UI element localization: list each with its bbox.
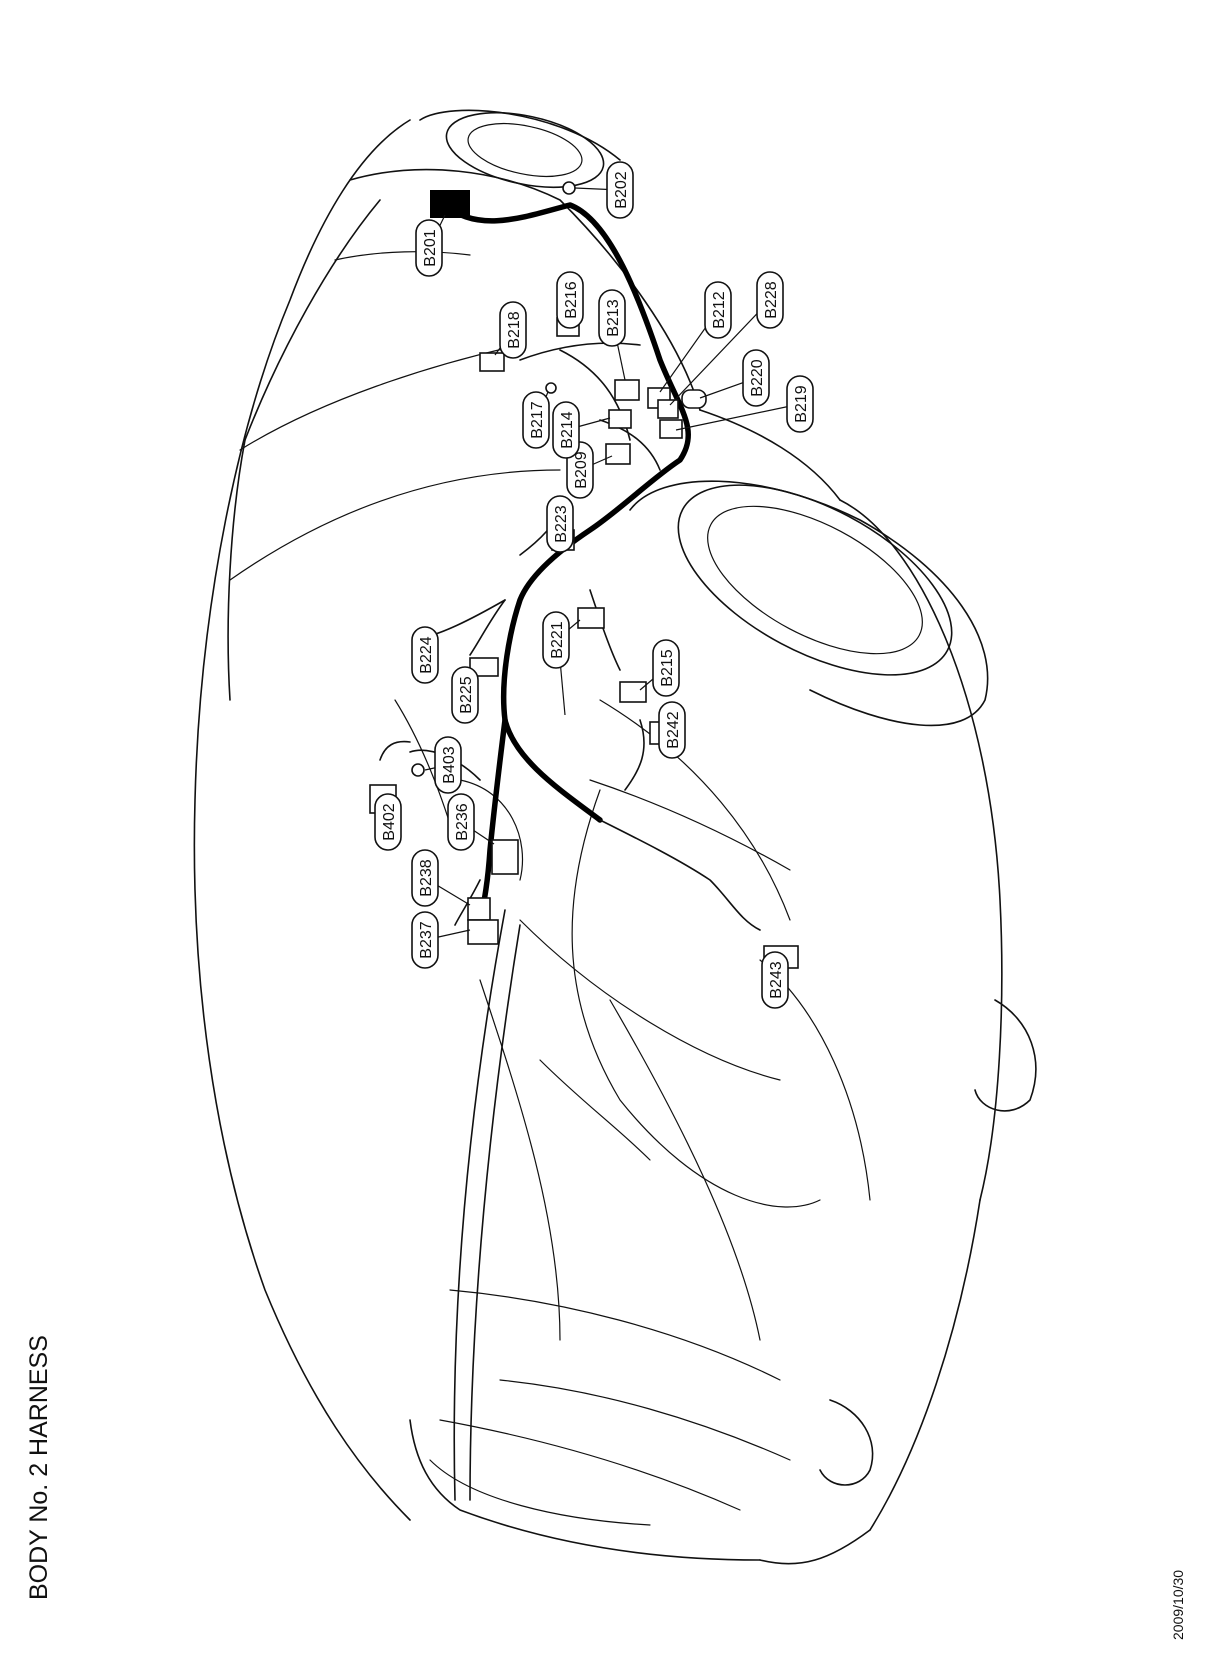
- connector-shape-b215: [619, 681, 647, 703]
- connector-label-b242: B242: [658, 701, 686, 759]
- connector-label-text: B213: [605, 299, 622, 336]
- connector-label-text: B212: [711, 291, 728, 328]
- connector-label-pill: [522, 391, 550, 449]
- connector-label-b225: B225: [451, 666, 479, 724]
- connector-label-text: B223: [553, 505, 570, 542]
- connector-label-pill: [652, 639, 680, 697]
- ground-point-b217: [545, 382, 557, 394]
- connector-label-pill: [704, 281, 732, 339]
- connector-label-text: B236: [454, 803, 471, 840]
- connector-label-b237: B237: [411, 911, 439, 969]
- connector-label-b219: B219: [786, 375, 814, 433]
- connector-label-text: B242: [665, 711, 682, 748]
- connector-label-pill: [411, 849, 439, 907]
- connector-label-pill: [542, 611, 570, 669]
- connector-label-text: B219: [793, 385, 810, 422]
- connector-label-pill: [546, 495, 574, 553]
- connector-label-pill: [761, 951, 789, 1009]
- ground-point-b403: [411, 763, 425, 777]
- connector-shape-b213: [614, 379, 640, 401]
- connector-shape-b221: [577, 607, 605, 629]
- connector-shape-b218: [479, 352, 505, 372]
- connector-label-b213: B213: [598, 289, 626, 347]
- connector-label-b224: B224: [411, 626, 439, 684]
- connector-label-b212: B212: [704, 281, 732, 339]
- connector-label-b403: B403: [434, 736, 462, 794]
- connector-label-b214: B214: [552, 401, 580, 459]
- connector-label-text: B238: [418, 859, 435, 896]
- connector-label-text: B209: [573, 451, 590, 488]
- connector-label-text: B215: [659, 649, 676, 686]
- connector-label-b220: B220: [742, 349, 770, 407]
- connector-label-b216: B216: [556, 271, 584, 329]
- connector-label-b201: B201: [415, 219, 443, 277]
- connector-shape-b238: [467, 897, 491, 921]
- connector-label-text: B218: [506, 311, 523, 348]
- connector-label-text: B214: [559, 411, 576, 448]
- connector-label-pill: [756, 271, 784, 329]
- connector-label-b402: B402: [374, 793, 402, 851]
- connector-block-b201: [430, 190, 470, 218]
- leader-lines: [382, 187, 801, 981]
- connector-shapes: [369, 181, 799, 969]
- connector-label-b228: B228: [756, 271, 784, 329]
- connector-label-text: B228: [763, 281, 780, 318]
- connector-shape-b220: [681, 389, 707, 409]
- connector-label-pill: [606, 161, 634, 219]
- connector-label-pill: [742, 349, 770, 407]
- connector-label-pill: [374, 793, 402, 851]
- connector-label-pill: [415, 219, 443, 277]
- connector-label-pill: [434, 736, 462, 794]
- connector-label-b217: B217: [522, 391, 550, 449]
- connector-label-b238: B238: [411, 849, 439, 907]
- car-body-outline: [193, 109, 1037, 1565]
- connector-shape-b214: [608, 409, 632, 429]
- connector-label-text: B216: [563, 281, 580, 318]
- connector-label-b243: B243: [761, 951, 789, 1009]
- connector-label-pill: [786, 375, 814, 433]
- connector-label-b202: B202: [606, 161, 634, 219]
- connector-label-b218: B218: [499, 301, 527, 359]
- connector-label-b236: B236: [447, 793, 475, 851]
- connector-label-text: B243: [768, 961, 785, 998]
- connector-shape-b225: [469, 657, 499, 677]
- connector-label-pill: [451, 666, 479, 724]
- connector-label-pill: [658, 701, 686, 759]
- diagram-title: BODY No. 2 HARNESS: [25, 1335, 53, 1600]
- connector-label-pill: [411, 626, 439, 684]
- connector-label-b221: B221: [542, 611, 570, 669]
- connector-shape-b209: [605, 443, 631, 465]
- connector-label-text: B221: [549, 621, 566, 658]
- connector-label-pill: [552, 401, 580, 459]
- connector-label-text: B220: [749, 359, 766, 396]
- connector-label-text: B217: [529, 401, 546, 438]
- connector-label-pill: [499, 301, 527, 359]
- connector-label-text: B237: [418, 921, 435, 958]
- diagram-date: 2009/10/30: [1170, 1570, 1186, 1640]
- connector-label-b215: B215: [652, 639, 680, 697]
- connector-label-pill: [556, 271, 584, 329]
- connector-shape-b228: [657, 399, 679, 419]
- connector-label-text: B225: [458, 676, 475, 713]
- connector-label-b223: B223: [546, 495, 574, 553]
- connector-label-text: B201: [422, 229, 439, 266]
- connector-label-text: B202: [613, 171, 630, 208]
- connector-label-text: B402: [381, 803, 398, 840]
- ground-point-b202: [562, 181, 576, 195]
- connector-shape-b237: [467, 919, 499, 945]
- connector-label-pill: [411, 911, 439, 969]
- connector-label-text: B403: [441, 746, 458, 783]
- connector-label-pill: [598, 289, 626, 347]
- connector-label-pill: [447, 793, 475, 851]
- connector-label-text: B224: [418, 636, 435, 673]
- connector-shape-b236: [491, 839, 519, 875]
